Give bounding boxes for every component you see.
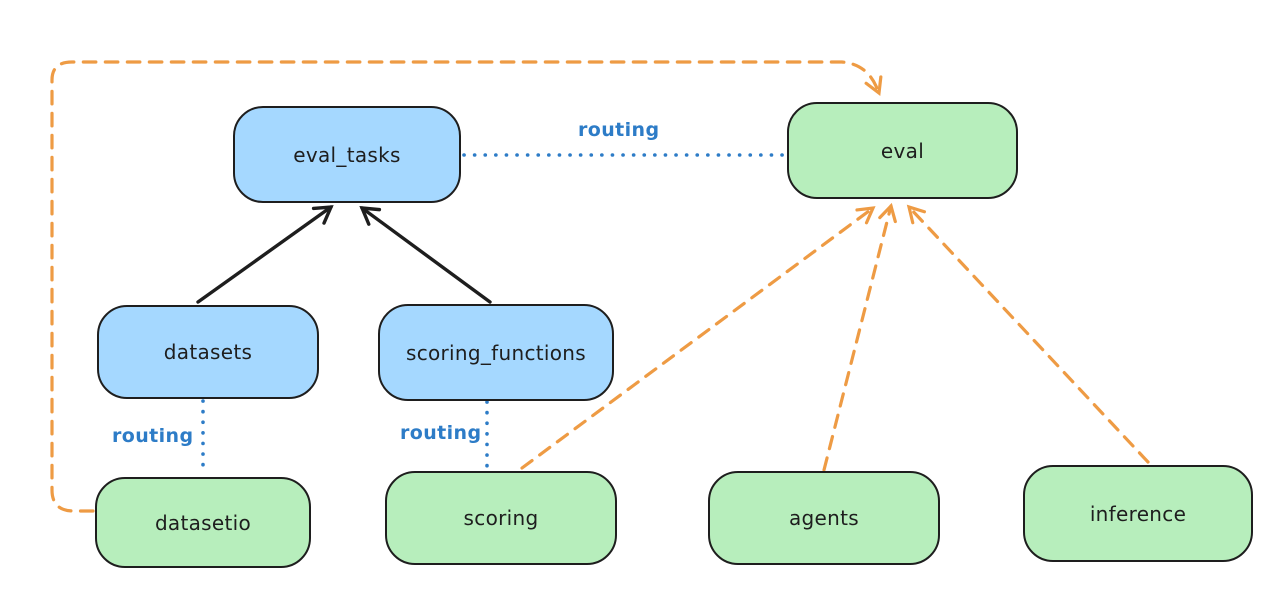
node-scoring-functions-label: scoring_functions [405,340,587,365]
edge-agents-to-eval [822,202,897,472]
node-inference-label: inference [1089,501,1187,526]
node-eval: eval [787,102,1018,199]
node-scoring-functions: scoring_functions [378,304,614,401]
edge-datasets-to-eval-tasks [196,205,334,304]
edge-scoring-to-eval [520,206,876,470]
edge-scoring-functions-to-eval-tasks [359,206,492,304]
node-datasets-label: datasets [163,340,253,364]
edge-label-routing-datasets-datasetio: routing [112,425,194,447]
edge-datasetio-to-eval [50,60,883,513]
node-eval-tasks: eval_tasks [233,106,461,203]
edge-label-routing-eval-tasks-eval: routing [578,119,660,141]
node-datasetio-label: datasetio [154,510,252,535]
node-datasets: datasets [97,305,319,399]
node-agents-label: agents [789,506,859,530]
node-agents: agents [708,471,940,565]
node-inference: inference [1023,465,1253,562]
node-scoring: scoring [385,471,617,565]
edge-inference-to-eval [906,204,1150,464]
node-scoring-label: scoring [463,506,539,530]
node-eval-label: eval [880,138,925,163]
edge-label-routing-scoring-functions-scoring: routing [400,422,482,444]
node-eval-tasks-label: eval_tasks [293,142,401,167]
node-datasetio: datasetio [95,477,311,568]
